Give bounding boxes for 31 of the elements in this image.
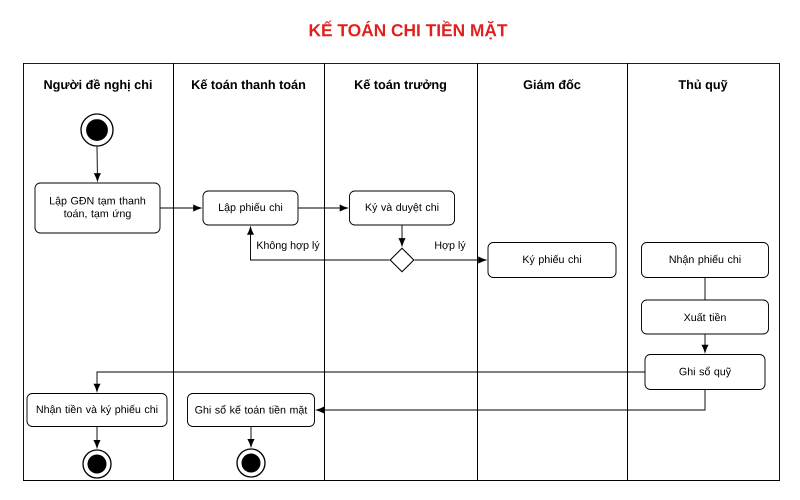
activity-box: Ghi sổ quỹ [644, 354, 766, 390]
lane-heading: Người đề nghị chi [44, 79, 152, 92]
activity-box: Ghi sổ kế toán tiền mặt [187, 393, 315, 427]
arrow [94, 146, 101, 182]
arrow [248, 426, 254, 447]
activity-box: Ký phiếu chi [488, 242, 616, 278]
arrow [298, 204, 348, 212]
lane-heading: Kế toán trưởng [354, 79, 446, 92]
arrow [247, 226, 390, 260]
lane-heading: Giám đốc [524, 79, 580, 90]
activity-box: Nhận phiếu chi [641, 242, 769, 278]
arrow [316, 390, 706, 414]
edge-label: Không hợp lý [255, 240, 321, 252]
bullseye-node [236, 448, 266, 478]
activity-box: Lập phiếu chi [202, 190, 298, 226]
activity-box: Ký và duyệt chi [349, 190, 455, 226]
activity-box: Nhận tiền và ký phiếu chi [26, 393, 168, 427]
activity-box: Xuất tiền [641, 300, 769, 334]
edge-label: Hợp lý [433, 240, 467, 252]
bullseye-node [82, 449, 112, 479]
activity-box: Lập GĐN tạm thanh toán, tạm ứng [34, 182, 160, 234]
arrow [414, 256, 486, 264]
arrow [94, 426, 100, 448]
arrow [94, 372, 645, 392]
arrow [160, 204, 202, 212]
title: KẾ TOÁN CHI TIỀN MẶT [310, 20, 508, 40]
bullseye-node [80, 113, 114, 147]
lane-heading: Kế toán thanh toán [192, 79, 306, 90]
lane-heading: Thủ quỹ [678, 80, 728, 92]
arrow [702, 334, 708, 353]
arrow [398, 225, 406, 246]
